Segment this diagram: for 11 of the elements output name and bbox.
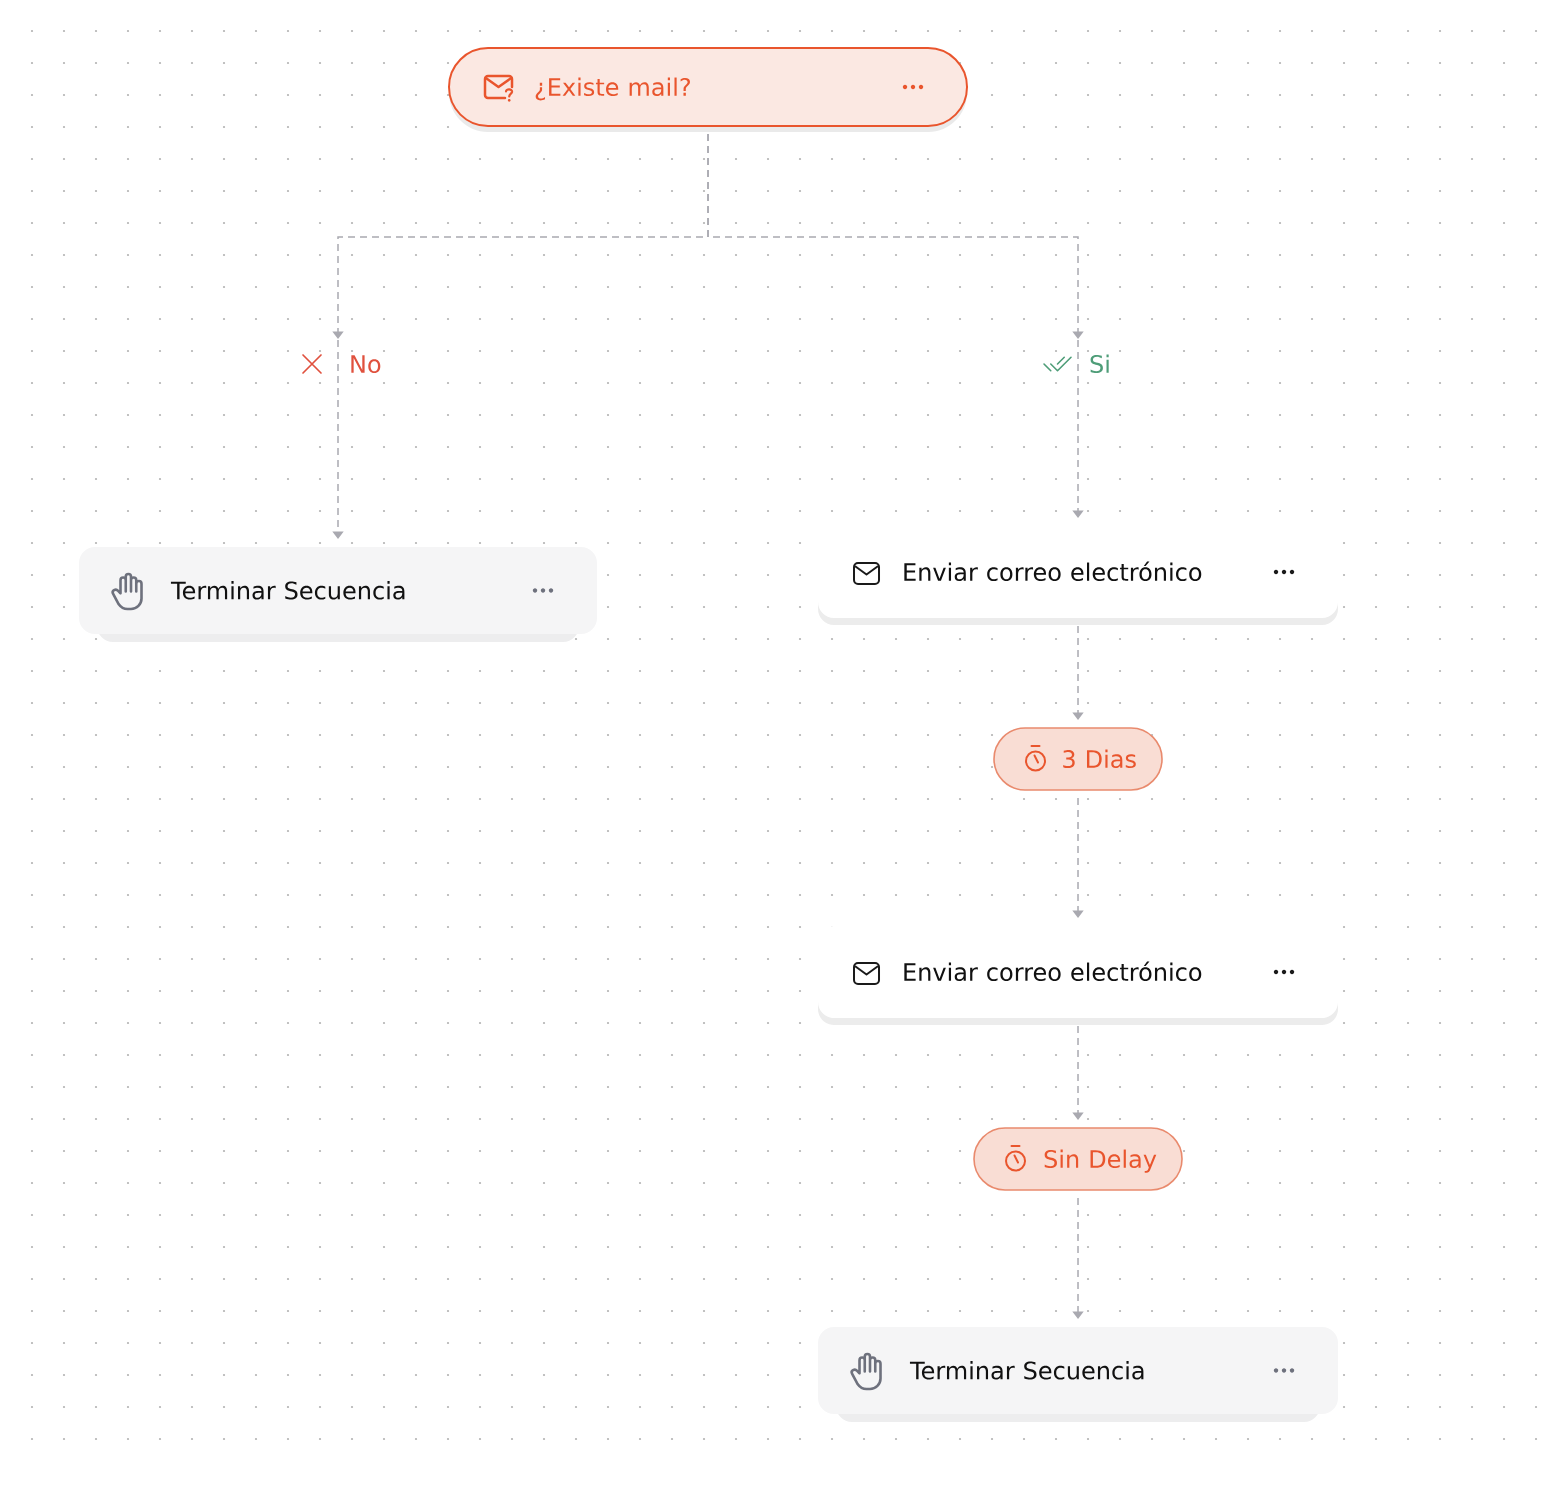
node-label: Enviar correo electrónico xyxy=(904,961,1202,982)
end-card: Terminar Secuencia xyxy=(79,547,597,642)
action-card: Enviar correo electrónico xyxy=(818,526,1338,625)
delay-pill: Sin Delay xyxy=(973,1127,1183,1191)
action-card: Enviar correo electrónico xyxy=(818,926,1338,1025)
edge-label: No xyxy=(347,353,384,375)
dashed-arrow xyxy=(707,133,1084,518)
edge-label: Si xyxy=(1087,353,1113,375)
delay-pill: 3 Dias xyxy=(993,727,1163,791)
end-card: Terminar Secuencia xyxy=(818,1327,1338,1422)
condition-pill: ¿Existe mail? xyxy=(448,47,968,132)
